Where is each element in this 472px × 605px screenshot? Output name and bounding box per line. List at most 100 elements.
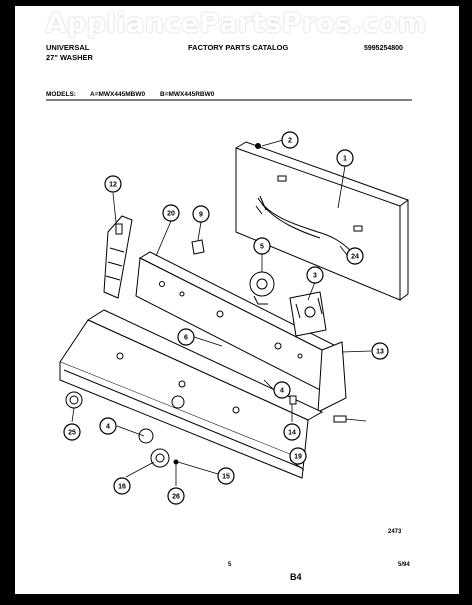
callout-19: 19 — [289, 447, 307, 465]
knob-spring — [173, 459, 179, 465]
callout-13-circle — [371, 342, 389, 360]
callout-2-circle — [281, 131, 299, 149]
callout-20-circle — [162, 204, 180, 222]
callout-20-label: 20 — [167, 211, 175, 218]
callout-1-circle — [336, 149, 354, 167]
callout-5-circle — [253, 237, 271, 255]
clip — [191, 239, 205, 255]
callout-9: 9 — [192, 205, 210, 223]
panel-hole-3 — [232, 406, 240, 414]
console-hole — [159, 281, 165, 287]
callout-12-label: 12 — [109, 182, 117, 189]
rotary-switch-shaft — [304, 306, 316, 318]
rear-panel-tab-2 — [353, 225, 363, 232]
leader-20 — [339, 245, 348, 256]
callout-3: 3 — [306, 266, 324, 284]
console-end-cap — [317, 341, 347, 413]
callout-4: 4 — [273, 381, 291, 399]
callout-20: 20 — [162, 204, 180, 222]
callout-24-label: 24 — [351, 254, 359, 261]
callout-12: 12 — [104, 175, 122, 193]
callout-6-circle — [177, 328, 195, 346]
callout-26: 26 — [167, 487, 185, 505]
callout-19-circle — [289, 447, 307, 465]
callout-9-label: 9 — [199, 212, 203, 219]
console-hole-4 — [274, 342, 282, 350]
callout-2: 2 — [281, 131, 299, 149]
callout-5-label: 5 — [260, 244, 264, 251]
panel-hole-2 — [178, 380, 186, 388]
leader-24 — [71, 407, 75, 423]
rotary-switch — [289, 291, 327, 337]
control-knob-24 — [65, 391, 83, 409]
leader-13 — [341, 350, 372, 353]
callout-13-label: 13 — [376, 349, 384, 356]
diagram-code: 2473 — [388, 529, 402, 535]
callout-12-circle — [104, 175, 122, 193]
callout-14-label: 14 — [288, 430, 296, 437]
clip-26 — [333, 415, 347, 423]
rear-panel-tab — [277, 175, 287, 182]
screw — [255, 143, 261, 149]
wire-harness — [257, 197, 353, 253]
leader-19 — [155, 220, 172, 257]
model-a: A=MWX445MBW0 — [90, 91, 145, 98]
control-knob-4 — [138, 428, 154, 444]
models-label: MODELS: — [46, 91, 76, 98]
callout-5: 5 — [253, 237, 271, 255]
site-watermark: AppliancePartsPros.com — [45, 8, 427, 39]
console-hole-5 — [297, 353, 303, 359]
water-level-switch-port — [253, 295, 268, 305]
callout-6: 6 — [177, 328, 195, 346]
right-shadow — [459, 0, 472, 600]
callout-3-circle — [306, 266, 324, 284]
control-knob-24-face — [69, 395, 79, 405]
switch-knob-stem — [115, 223, 123, 235]
leader-4b — [116, 425, 145, 437]
callout-4-front: 4 — [99, 417, 117, 435]
callout-9-circle — [192, 205, 210, 223]
leader-16 — [125, 461, 155, 478]
leader-2 — [261, 139, 284, 147]
brand-line-1: UNIVERSAL — [46, 43, 90, 52]
callout-4-front-circle — [99, 417, 117, 435]
callout-1: 1 — [336, 149, 354, 167]
callout-24: 24 — [346, 247, 364, 265]
callout-16: 16 — [113, 477, 131, 495]
callout-14: 14 — [283, 423, 301, 441]
callout-16-label: 16 — [118, 484, 126, 491]
callout-6-label: 6 — [184, 335, 188, 342]
leader-26 — [345, 418, 367, 422]
callout-16-circle — [113, 477, 131, 495]
callout-15: 15 — [217, 467, 235, 485]
section-code: B4 — [290, 572, 302, 582]
control-knob-16-face — [155, 453, 165, 463]
rear-panel-top-edge — [235, 141, 410, 207]
revision-date: 5/94 — [398, 562, 410, 568]
callout-4-label: 4 — [280, 388, 284, 395]
control-panel-trim-line — [63, 369, 303, 469]
page-number: 5 — [228, 562, 232, 568]
water-level-switch-dial — [256, 278, 268, 290]
bracket-14 — [289, 395, 297, 405]
callout-1-label: 1 — [343, 156, 347, 163]
water-level-switch — [249, 271, 275, 297]
callout-4-front-label: 4 — [106, 424, 110, 431]
console-hole-3 — [216, 310, 224, 318]
wire-harness-2 — [261, 203, 321, 239]
catalog-number: 5995254800 — [364, 45, 403, 52]
console-hole-2 — [179, 291, 185, 297]
callout-2-label: 2 — [288, 138, 292, 145]
callout-3-label: 3 — [313, 273, 317, 280]
callout-4-circle — [273, 381, 291, 399]
callout-25: 25 — [63, 423, 81, 441]
callout-26-circle — [167, 487, 185, 505]
left-shadow — [0, 0, 15, 600]
control-knob-16 — [150, 448, 170, 468]
rotary-switch-terminals — [295, 297, 323, 319]
callout-25-label: 25 — [68, 430, 76, 437]
wire-harness-leads — [255, 195, 267, 215]
panel-hole — [116, 352, 124, 360]
